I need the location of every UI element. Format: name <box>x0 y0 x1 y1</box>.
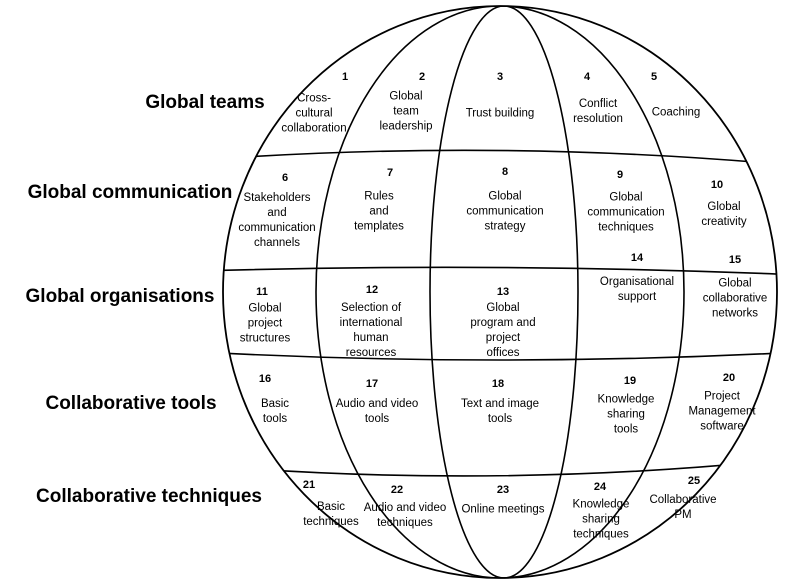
cell-text: Audio and video tools <box>335 398 419 425</box>
cell-number: 16 <box>258 373 272 385</box>
cell-text: Basic techniques <box>303 501 359 528</box>
row-label: Global teams <box>145 92 265 113</box>
cell-number: 13 <box>496 286 510 298</box>
cell-text: Stakeholders and communication channels <box>238 192 316 249</box>
cell-text: Project Management software <box>688 390 756 433</box>
cell-text: Global communication strategy <box>466 190 544 233</box>
row-label: Collaborative techniques <box>36 486 262 507</box>
cell-number: 19 <box>623 375 637 387</box>
cell-text: Global program and project offices <box>470 302 536 359</box>
cell-text: Cross- cultural collaboration <box>281 92 347 135</box>
cell-text: Coaching <box>651 106 701 119</box>
cell-text: Global team leadership <box>379 90 433 133</box>
cell-number: 2 <box>418 71 426 83</box>
cell-text: Basic tools <box>260 398 290 425</box>
cell-number: 20 <box>722 372 736 384</box>
cell-text: Global creativity <box>701 201 747 228</box>
cell-text: Knowledge sharing techniques <box>572 498 630 541</box>
cell-number: 10 <box>710 179 724 191</box>
cell-text: Organisational support <box>599 276 675 303</box>
cell-number: 18 <box>491 378 505 390</box>
cell-number: 9 <box>616 169 624 181</box>
parallel-1 <box>223 149 777 167</box>
cell-number: 15 <box>728 254 742 266</box>
cell-number: 1 <box>341 71 349 83</box>
cell-text: Conflict resolution <box>573 98 623 125</box>
cell-number: 14 <box>630 252 644 264</box>
cell-number: 23 <box>496 484 510 496</box>
cell-text: Knowledge sharing tools <box>597 393 655 436</box>
cell-number: 3 <box>496 71 504 83</box>
cell-text: Selection of international human resourc… <box>339 302 403 359</box>
cell-number: 5 <box>650 71 658 83</box>
globe-outline <box>222 5 778 579</box>
parallel-3 <box>223 351 777 361</box>
cell-number: 22 <box>390 484 404 496</box>
cell-text: Global collaborative networks <box>702 277 768 320</box>
cell-number: 6 <box>281 172 289 184</box>
meridian-outer <box>315 6 685 578</box>
cell-number: 4 <box>583 71 591 83</box>
row-label: Global organisations <box>25 286 215 307</box>
cell-text: Global project structures <box>239 302 291 345</box>
cell-text: Rules and templates <box>354 190 404 233</box>
row-label: Global communication <box>27 182 233 203</box>
cell-number: 11 <box>256 286 268 298</box>
cell-number: 25 <box>687 475 701 487</box>
cell-text: Trust building <box>465 107 535 120</box>
cell-text: Audio and video techniques <box>363 502 447 529</box>
cell-text: Text and image tools <box>461 398 539 425</box>
cell-text: Collaborative PM <box>649 494 717 521</box>
cell-text: Global communication techniques <box>587 191 665 234</box>
cell-number: 12 <box>365 284 379 296</box>
cell-number: 21 <box>302 479 316 491</box>
cell-number: 17 <box>365 378 379 390</box>
cell-number: 8 <box>501 166 509 178</box>
cell-text: Online meetings <box>461 503 545 516</box>
row-label: Collaborative tools <box>45 393 217 414</box>
cell-number: 7 <box>386 167 394 179</box>
parallel-2 <box>223 266 777 276</box>
cell-number: 24 <box>593 481 607 493</box>
parallel-4 <box>223 457 777 477</box>
meridian-inner <box>429 6 579 578</box>
